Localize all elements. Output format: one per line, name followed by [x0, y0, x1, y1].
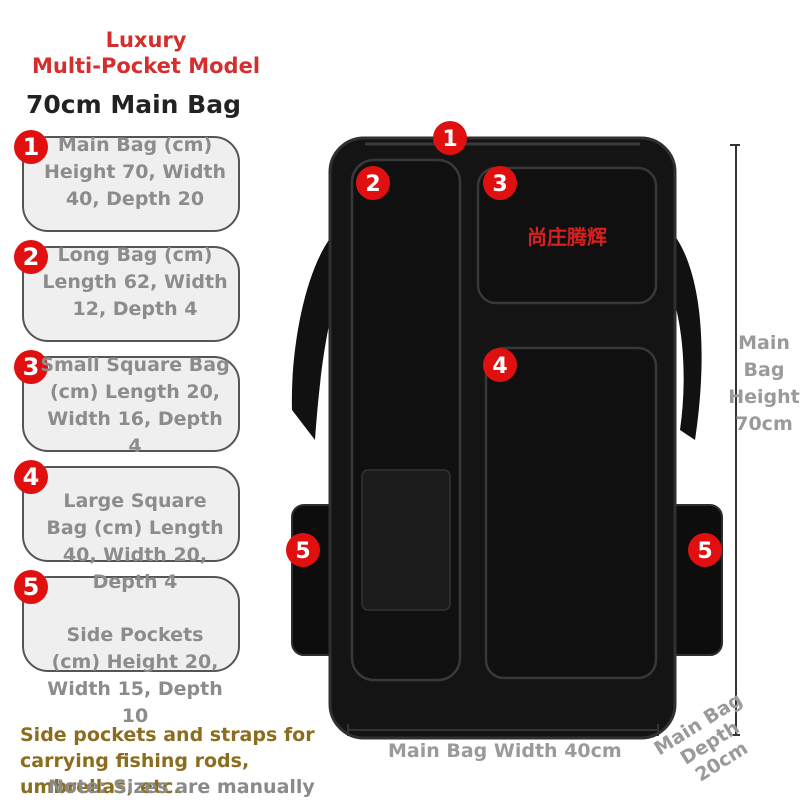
spec-text-main-bag: Main Bag (cm) Height 70, Width 40, Depth…	[43, 134, 227, 210]
spec-box-main-bag	[22, 136, 240, 232]
page-title: 70cm Main Bag	[26, 90, 242, 119]
spec-text-side-pockets: Side Pockets (cm) Height 20, Width 15, D…	[47, 624, 223, 727]
svg-text:1: 1	[442, 127, 457, 152]
spec-number-badge: 3	[14, 350, 48, 384]
spec-box-side-pockets	[22, 576, 240, 672]
width-dimension-label: Main Bag Width 40cm	[388, 740, 622, 762]
spec-text-small-square-bag: Small Square Bag (cm) Length 20, Width 1…	[40, 354, 230, 457]
small-square-pocket	[476, 166, 658, 305]
svg-text:5: 5	[697, 539, 712, 564]
spec-box-small-square-bag	[22, 356, 240, 452]
size-disclaimer: Note: Sizes are manually	[48, 776, 315, 798]
marker-3: 3	[483, 166, 517, 200]
spec-number-badge: 2	[14, 240, 48, 274]
title-line-1: Luxury	[105, 28, 187, 52]
marker-4: 4	[483, 348, 517, 382]
title-line-2: Multi-Pocket Model	[31, 54, 261, 78]
right-strap	[645, 220, 702, 440]
large-square-pocket	[484, 346, 658, 680]
svg-text:3: 3	[492, 172, 507, 197]
svg-text:2: 2	[365, 172, 380, 197]
brand-logo: 尚庄腾辉	[527, 225, 607, 249]
spec-number-badge: 1	[14, 130, 48, 164]
height-dimension-label: Main Bag Height 70cm	[728, 332, 800, 435]
spec-number-badge: 4	[14, 460, 48, 494]
spec-text-long-bag: Long Bag (cm) Length 62, Width 12, Depth…	[42, 244, 228, 320]
marker-5-left: 5	[286, 533, 320, 567]
marker-1: 1	[433, 121, 467, 155]
feature-note: Side pockets and straps for carrying fis…	[20, 724, 315, 798]
mesh-panel	[361, 469, 451, 611]
spec-text-large-square-bag: Large Square Bag (cm) Length 40, Width 2…	[46, 490, 224, 593]
spec-number-badge: 5	[14, 570, 48, 604]
spec-box-long-bag	[22, 246, 240, 342]
svg-text:4: 4	[492, 354, 507, 379]
marker-2: 2	[356, 166, 390, 200]
backpack-illustration: 尚庄腾辉 1 2 3 4 5 5	[286, 121, 740, 740]
svg-text:5: 5	[295, 539, 310, 564]
spec-box-large-square-bag	[22, 466, 240, 562]
marker-5-right: 5	[688, 533, 722, 567]
